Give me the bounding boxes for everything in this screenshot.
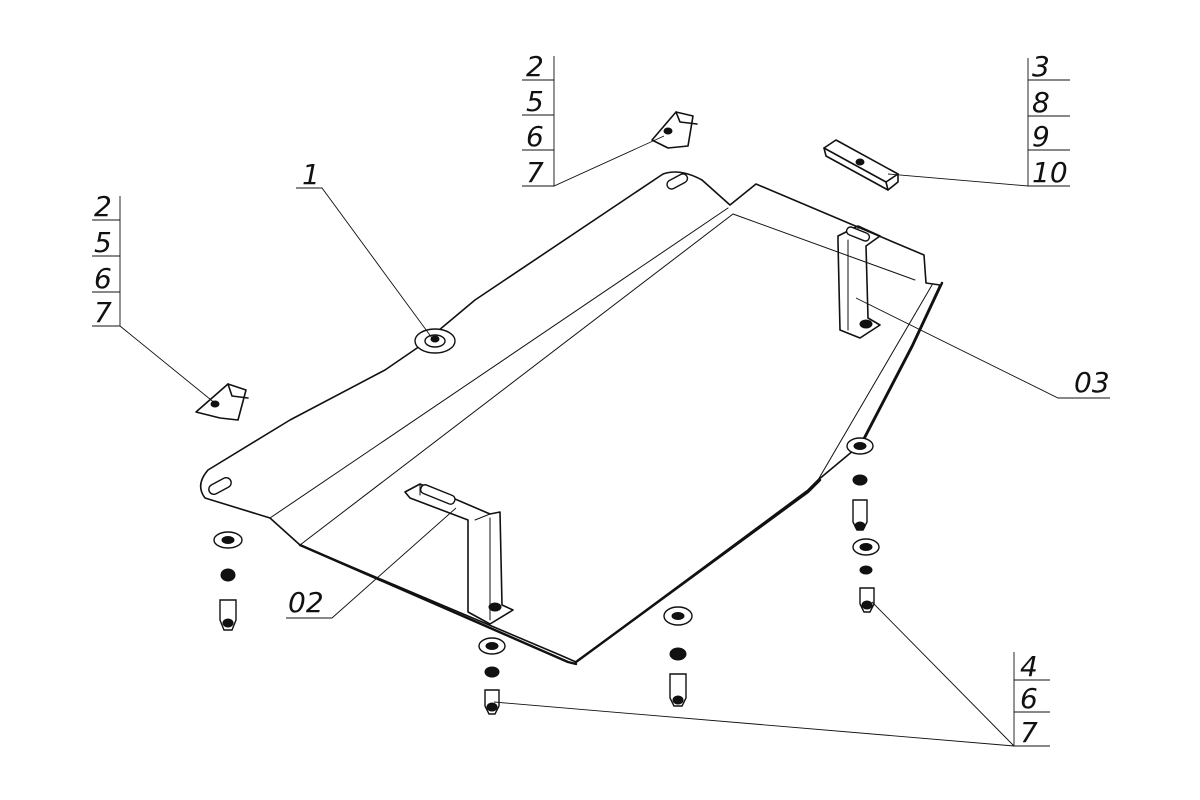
- skid-plate: [199, 171, 944, 666]
- callout-stack-left-2: 5: [94, 226, 112, 259]
- callout-part-03: 03: [1074, 366, 1110, 399]
- callout-labels: 1 2 5 6 7 2 5 6 7 3 8 9 10 03 02 4 6 7: [94, 50, 1110, 749]
- callout-stack-left-4: 7: [94, 296, 112, 329]
- callout-stack-top-center-3: 6: [526, 120, 544, 153]
- callout-stack-bottom-right-2: 6: [1020, 682, 1038, 715]
- clip-left: [195, 383, 249, 421]
- fastener-set-bottom-center: [663, 606, 693, 707]
- callout-stack-left-1: 2: [94, 190, 112, 223]
- callout-stack-top-center-2: 5: [526, 85, 544, 118]
- callout-stack-bottom-right-3: 7: [1020, 716, 1038, 749]
- bracket-03: [837, 225, 881, 339]
- callout-stack-top-center-1: 2: [526, 50, 544, 83]
- callout-stack-top-center-4: 7: [526, 156, 544, 189]
- callout-stack-top-right-3: 9: [1032, 120, 1050, 153]
- callout-stack-top-right-2: 8: [1032, 86, 1050, 119]
- bracket-02: [404, 483, 514, 625]
- callout-stack-top-right-1: 3: [1032, 50, 1050, 83]
- fastener-set-left: [213, 531, 243, 631]
- spacer-plate: [823, 139, 899, 191]
- fastener-set-center: [478, 637, 506, 715]
- callout-part-1: 1: [302, 158, 320, 191]
- callout-stack-left-3: 6: [94, 262, 112, 295]
- callout-stack-bottom-right-1: 4: [1020, 650, 1038, 683]
- clip-top-center: [651, 111, 698, 149]
- leader-lines: [92, 56, 1110, 747]
- callout-stack-top-right-4: 10: [1032, 156, 1068, 189]
- callout-part-02: 02: [288, 586, 324, 619]
- fastener-set-right: [846, 437, 880, 613]
